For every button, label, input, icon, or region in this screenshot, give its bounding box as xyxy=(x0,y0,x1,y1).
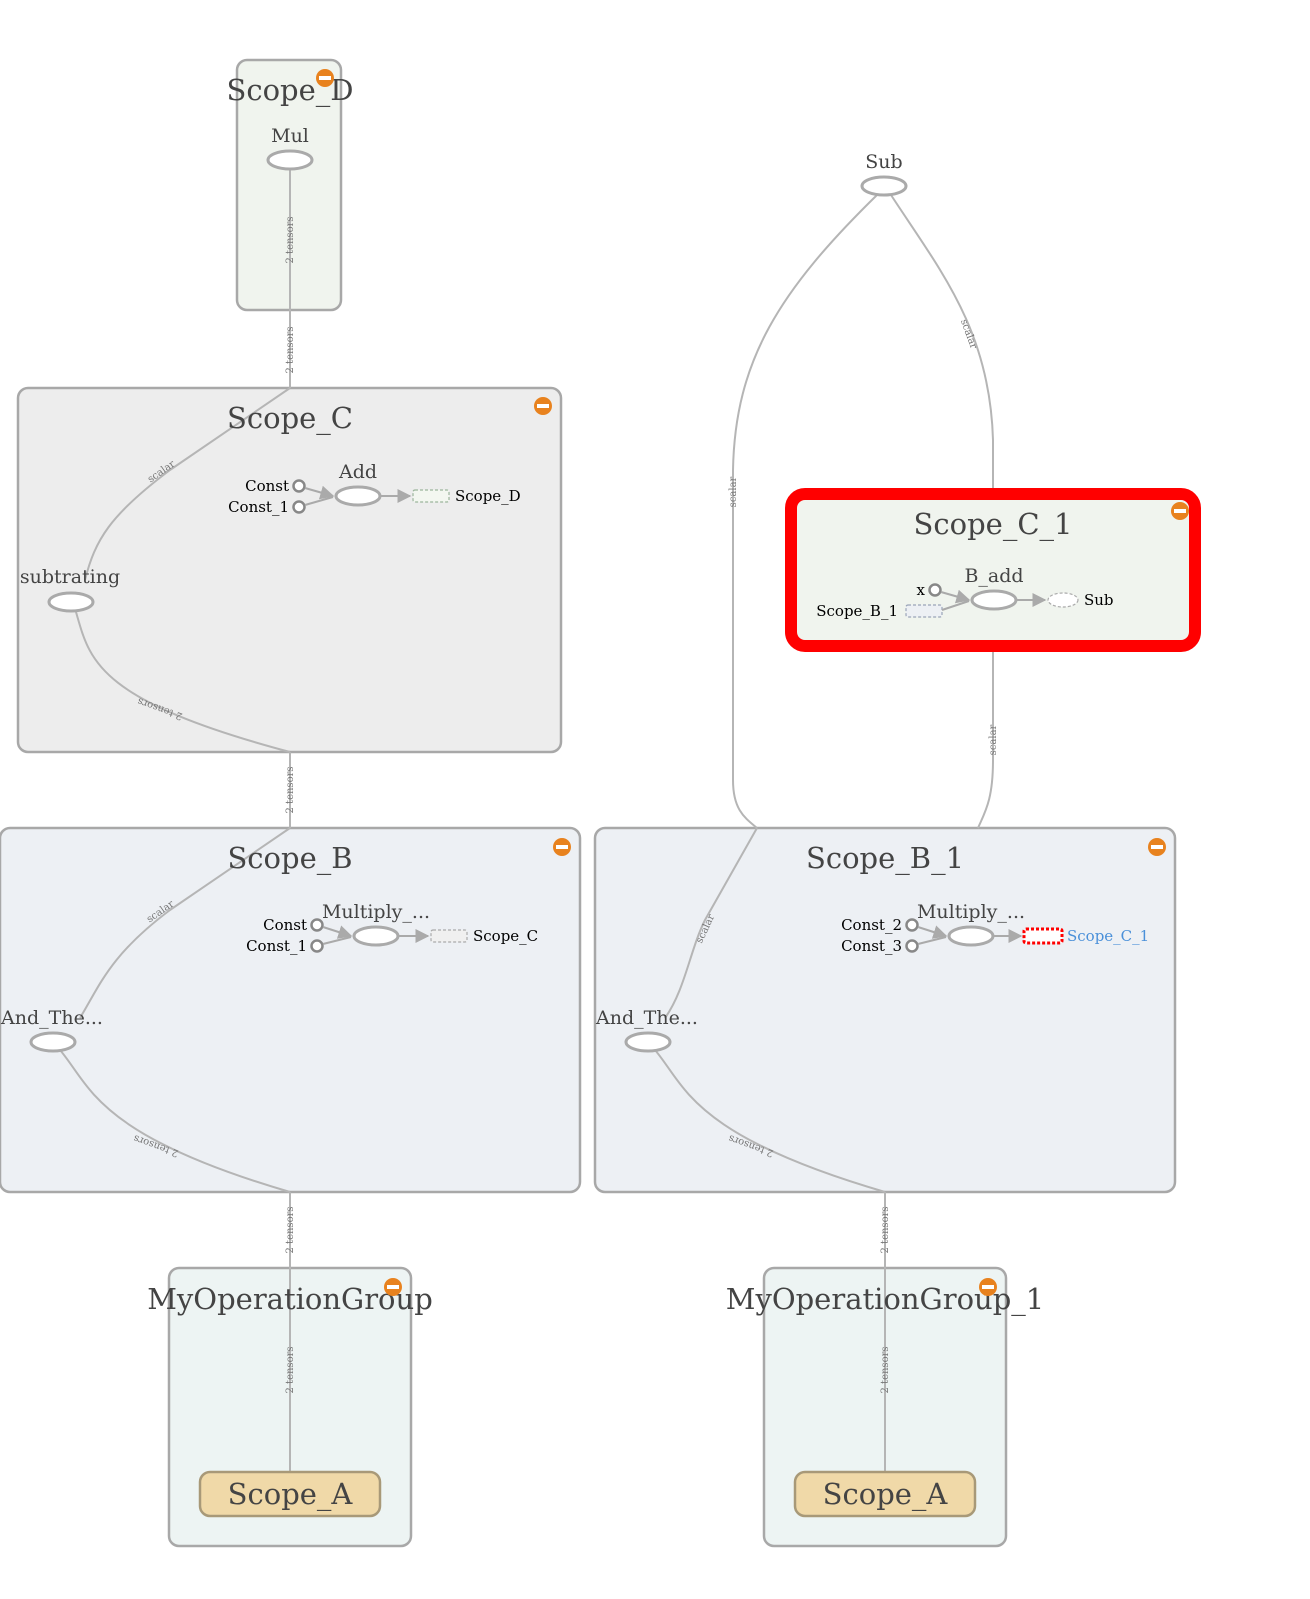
edge-label-b-to-op: 2 tensors xyxy=(285,1207,296,1254)
scope-b1-const-a-edge xyxy=(917,925,948,939)
scope-c-const-b-edge xyxy=(304,496,334,506)
scope-b1-multiply-label: Multiply_... xyxy=(917,901,1025,923)
subtrating-node[interactable] xyxy=(47,591,95,613)
scope-b1-const-a[interactable] xyxy=(905,918,919,932)
scope-b-collapse-icon[interactable] xyxy=(553,838,571,856)
scope-b1-const-b-label: Const_3 xyxy=(841,937,902,955)
sub-node[interactable] xyxy=(860,175,908,197)
scope-c-ref-node[interactable] xyxy=(430,929,468,943)
scope-b1-const-a-label: Const_2 xyxy=(841,916,902,934)
scope-c-const-a[interactable] xyxy=(292,479,306,493)
edge-label-c1-to-b1: scalar xyxy=(988,724,999,755)
scope-c1-group[interactable] xyxy=(785,488,1201,652)
scope-c1-collapse-icon[interactable] xyxy=(1171,502,1189,520)
scope-b1-const-b[interactable] xyxy=(905,939,919,953)
my-op-scope-a-node[interactable] xyxy=(198,1470,382,1518)
scope-b1-ref-node[interactable] xyxy=(905,604,943,618)
mul-node-label: Mul xyxy=(271,125,309,147)
scope-c-const-a-label: Const xyxy=(245,477,289,495)
scope-b-const-a-edge xyxy=(322,925,353,939)
scope-b1-multiply-node[interactable] xyxy=(947,925,995,947)
edge-label-op-internal: 2 tensors xyxy=(285,1347,296,1394)
my-op-collapse-icon[interactable] xyxy=(384,1278,402,1296)
scope-d-ref-label: Scope_D xyxy=(455,487,521,505)
scope-d-collapse-icon[interactable] xyxy=(316,69,334,87)
scope-b1-main-node-label: And_The... xyxy=(595,1007,698,1029)
my-op-scope-a-label: Scope_A xyxy=(228,1477,354,1512)
scope-b-multiply-node[interactable] xyxy=(352,925,400,947)
scope-c-const-b[interactable] xyxy=(292,500,306,514)
sub-node-label: Sub xyxy=(865,151,902,173)
scope-b-const-a-label: Const xyxy=(263,916,307,934)
edge-b1-out xyxy=(654,1049,886,1193)
scope-b-multiply-label: Multiply_... xyxy=(322,901,430,923)
input-x-node[interactable] xyxy=(928,583,942,597)
edge-sub-left xyxy=(732,194,878,829)
scope-b-const-b-edge xyxy=(322,936,352,945)
edge-c-out xyxy=(75,611,291,753)
add-node[interactable] xyxy=(334,485,382,507)
edge-b1-in xyxy=(664,827,758,1019)
scope-b1-main-node[interactable] xyxy=(624,1031,672,1053)
scope-c-title: Scope_C xyxy=(227,401,353,436)
edge-b-out xyxy=(59,1049,291,1193)
edge-label-sub-right: scalar xyxy=(958,318,979,351)
edge-b-in xyxy=(79,827,291,1019)
scope-b-const-a[interactable] xyxy=(310,918,324,932)
scope-b-const-b-label: Const_1 xyxy=(246,937,307,955)
subtrating-node-label: subtrating xyxy=(20,566,120,588)
scope-b1-const-b-edge xyxy=(917,936,947,945)
edge-label-d-to-c: 2 tensors xyxy=(285,327,296,374)
b-add-node[interactable] xyxy=(970,589,1018,611)
scope-c-ref-label: Scope_C xyxy=(473,927,538,945)
input-x-label: x xyxy=(917,581,926,599)
scope-b-main-node-label: And_The... xyxy=(0,1007,103,1029)
scope-c1-ref-label[interactable]: Scope_C_1 xyxy=(1067,927,1149,945)
scope-b1-collapse-icon[interactable] xyxy=(1148,838,1166,856)
scope-c-collapse-icon[interactable] xyxy=(534,397,552,415)
edge-label-c-to-b: 2 tensors xyxy=(285,767,296,814)
scope-c-const-a-edge xyxy=(304,485,335,500)
scope-b1-ref-edge xyxy=(941,600,970,611)
scope-b1-ref-label: Scope_B_1 xyxy=(816,602,898,620)
scope-c1-ref-node[interactable] xyxy=(1022,927,1064,945)
my-op-1-scope-a-label: Scope_A xyxy=(823,1477,949,1512)
edge-c1-to-b1 xyxy=(977,652,994,829)
scope-c1-title: Scope_C_1 xyxy=(914,507,1073,542)
edge-label-b1-to-op1: 2 tensors xyxy=(880,1207,891,1254)
scope-c-const-b-label: Const_1 xyxy=(228,498,289,516)
scope-b1-title: Scope_B_1 xyxy=(806,841,964,876)
sub-ref-label: Sub xyxy=(1084,591,1114,609)
my-op-1-scope-a-node[interactable] xyxy=(793,1470,977,1518)
sub-ref-node[interactable] xyxy=(1047,592,1079,608)
b-add-node-label: B_add xyxy=(964,565,1023,587)
my-op-1-collapse-icon[interactable] xyxy=(979,1278,997,1296)
scope-b-title: Scope_B xyxy=(227,841,352,876)
scope-b-const-b[interactable] xyxy=(310,939,324,953)
edge-sub-right xyxy=(890,194,994,488)
scope-b-main-node[interactable] xyxy=(29,1031,77,1053)
edge-label-sub-left: scalar xyxy=(728,476,739,507)
scope-d-ref-node[interactable] xyxy=(412,489,450,503)
mul-node[interactable] xyxy=(266,149,314,171)
scope-d-title: Scope_D xyxy=(226,73,353,108)
edge-c-in xyxy=(84,387,291,581)
input-x-edge xyxy=(940,589,971,604)
edge-label-mul: 2 tensors xyxy=(285,217,296,264)
edge-label-op1-internal: 2 tensors xyxy=(880,1347,891,1394)
add-node-label: Add xyxy=(338,461,377,483)
